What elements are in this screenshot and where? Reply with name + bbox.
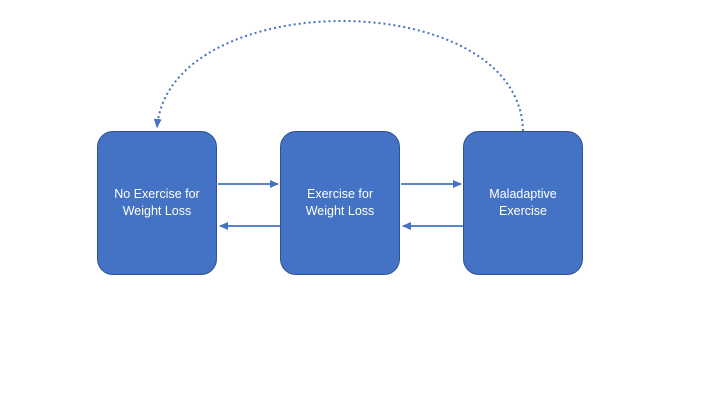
node-label: No Exercise for Weight Loss	[114, 187, 200, 218]
node-label: Maladaptive Exercise	[489, 187, 557, 218]
node-maladaptive-exercise: Maladaptive Exercise	[463, 131, 583, 275]
node-label: Exercise for Weight Loss	[305, 187, 375, 218]
arrow-maladaptive-to-no-exercise-dotted	[153, 20, 524, 132]
node-no-exercise-for-weight-loss: No Exercise for Weight Loss	[97, 131, 217, 275]
node-exercise-for-weight-loss: Exercise for Weight Loss	[280, 131, 400, 275]
